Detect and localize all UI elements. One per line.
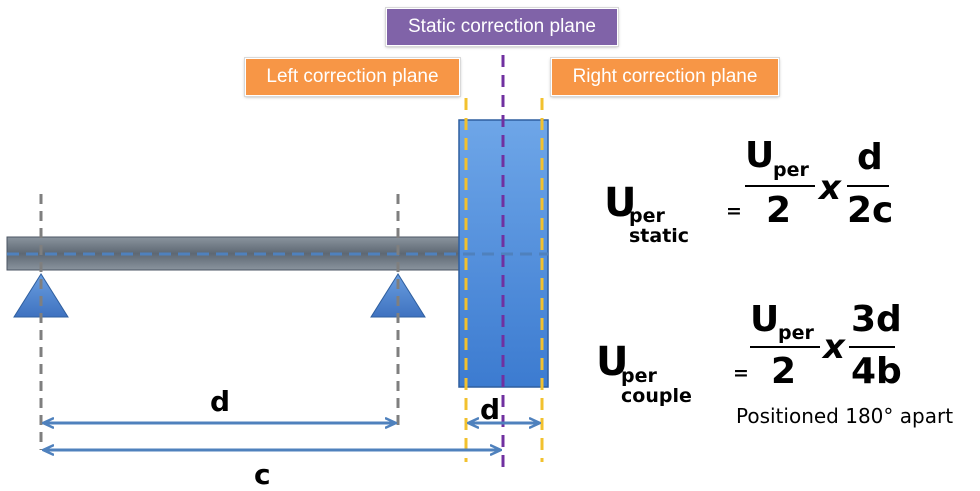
right-correction-plane-label: Right correction plane	[550, 57, 780, 97]
formula-static-num2: d	[857, 137, 883, 178]
dimension-c-label: c	[254, 458, 271, 491]
static-correction-plane-label: Static correction plane	[385, 7, 619, 47]
formula-couple-num1-U: U	[750, 299, 780, 340]
shaft	[6, 236, 463, 271]
formula-static-num1-U: U	[745, 135, 775, 176]
formula-static-U: U	[604, 180, 637, 226]
formula-couple-bar2	[849, 346, 895, 348]
positioned-note: Positioned 180° apart	[736, 404, 954, 428]
formula-couple-num1-sub: per	[778, 322, 814, 344]
formula-couple-U: U	[596, 339, 629, 385]
left-correction-plane-label: Left correction plane	[244, 57, 461, 97]
formula-static-den1: 2	[766, 190, 792, 231]
formula-couple-equals: =	[733, 362, 749, 384]
formula-couple-times: x	[823, 327, 845, 367]
formula-couple-subscript: per couple	[621, 365, 692, 407]
formula-static-num1-sub: per	[773, 159, 809, 181]
formula-couple-num2: 3d	[851, 299, 902, 340]
formula-static-bar2	[847, 185, 889, 187]
formula-static-den2: 2c	[847, 190, 894, 231]
formula-couple-bar1	[750, 346, 820, 348]
dimension-d-short-label: d	[480, 393, 501, 426]
formula-couple-den2: 4b	[851, 351, 902, 392]
formula-static-bar1	[745, 185, 815, 187]
formula-static-subscript: per static	[629, 205, 690, 247]
formula-static-equals: =	[726, 200, 742, 222]
dimension-d-long-label: d	[210, 385, 231, 418]
formula-static-times: x	[819, 168, 841, 208]
formula-couple-den1: 2	[771, 351, 797, 392]
